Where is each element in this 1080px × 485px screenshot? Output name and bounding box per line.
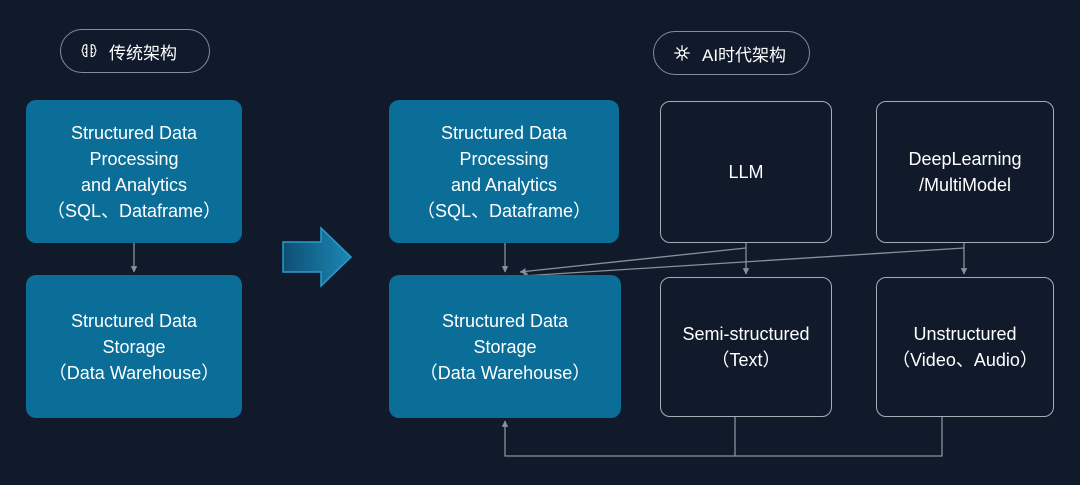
- brain-icon: [79, 41, 99, 61]
- unstructured-box: Unstructured （Video、Audio）: [876, 277, 1054, 417]
- transition-arrow: [282, 226, 353, 288]
- deeplearning-box: DeepLearning /MultiModel: [876, 101, 1054, 243]
- ai-processing-box: Structured Data Processing and Analytics…: [389, 100, 619, 243]
- deeplearning-to-storage-link: [521, 247, 965, 279]
- traditional-architecture-title: 传统架构: [109, 43, 177, 63]
- sparkle-icon: [672, 43, 692, 63]
- llm-box: LLM: [660, 101, 832, 243]
- semistructured-box: Semi-structured （Text）: [660, 277, 832, 417]
- traditional-processing-box: Structured Data Processing and Analytics…: [26, 100, 242, 243]
- traditional-storage-box: Structured Data Storage （Data Warehouse）: [26, 275, 242, 418]
- data-feedback-link: [505, 417, 943, 457]
- ai-architecture-label: AI时代架构: [653, 31, 810, 75]
- ai-storage-box: Structured Data Storage （Data Warehouse）: [389, 275, 621, 418]
- traditional-architecture-label: 传统架构: [60, 29, 210, 73]
- ai-architecture-title: AI时代架构: [702, 45, 787, 65]
- llm-to-storage-link: [519, 247, 747, 275]
